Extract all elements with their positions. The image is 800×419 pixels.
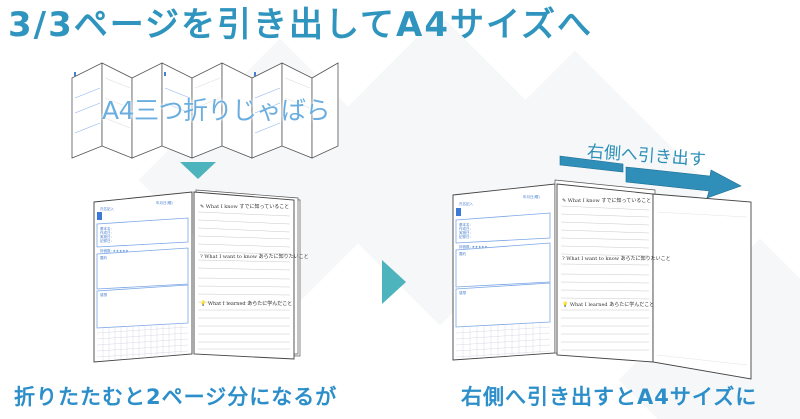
svg-text:年月日(曜): 年月日(曜) — [156, 200, 173, 205]
svg-text:氏名記入: 氏名記入 — [459, 201, 473, 206]
svg-text:感想: 感想 — [459, 290, 467, 295]
accordion-fold-illustration: A4三つ折りじゃばら — [70, 58, 340, 159]
pull-right-arrow-icon — [559, 155, 742, 199]
svg-text:作成日:: 作成日: — [459, 226, 471, 231]
svg-text:実施日:: 実施日: — [459, 230, 471, 235]
svg-text:作成日:: 作成日: — [100, 230, 112, 235]
svg-text:💡 What I learned あらたに学んだこと: 💡 What I learned あらたに学んだこと — [562, 301, 654, 308]
svg-text:基本名:: 基本名: — [100, 226, 112, 231]
accordion-fold-graphic — [71, 62, 339, 159]
caption-unfolded: 右側へ引き出すとA4サイズに — [461, 385, 758, 409]
svg-text:基本名:: 基本名: — [459, 222, 471, 227]
svg-text:氏名記入: 氏名記入 — [100, 206, 114, 211]
right-arrow-icon — [382, 260, 406, 304]
svg-text:要約: 要約 — [459, 251, 467, 256]
svg-text:? What I want to know あらたに知りたい: ? What I want to know あらたに知りたいこと — [562, 255, 671, 262]
svg-text:? What I want to know あらたに知りたい: ? What I want to know あらたに知りたいこと — [200, 253, 309, 260]
svg-text:💡 What I learned あらたに学んだこと: 💡 What I learned あらたに学んだこと — [200, 300, 292, 307]
svg-text:評価数: ★★★★★: 評価数: ★★★★★ — [459, 244, 487, 249]
svg-text:実施日:: 実施日: — [100, 234, 112, 239]
folded-spread-illustration: 氏名記入 年月日(曜) 基本名: 作成日: 実施日: 記録日: 評価数: ★★★… — [93, 189, 309, 363]
right-page — [193, 191, 295, 360]
unfolded-spread-illustration: 氏名記入 年月日(曜) 基本名: 作成日: 実施日: 記録日: 評価数: ★★★… — [452, 155, 752, 380]
page-title: 3/3ページを引き出してA4サイズへ — [8, 5, 593, 45]
down-arrow-icon — [180, 162, 216, 179]
svg-text:年月日(曜): 年月日(曜) — [523, 194, 540, 199]
left-page — [93, 191, 193, 363]
svg-text:✎ What I know すでに知っていること: ✎ What I know すでに知っていること — [562, 197, 651, 204]
svg-text:評価数: ★★★★★: 評価数: ★★★★★ — [100, 248, 128, 253]
caption-folded: 折りたたむと2ページ分になるが — [14, 385, 338, 409]
svg-text:要約: 要約 — [100, 255, 107, 260]
svg-text:記録日:: 記録日: — [100, 238, 112, 243]
accordion-label: A4三つ折りじゃばら — [102, 96, 331, 125]
svg-text:記録日:: 記録日: — [459, 234, 471, 239]
svg-text:✎ What I know すでに知っていること: ✎ What I know すでに知っていること — [200, 203, 289, 210]
svg-text:感想: 感想 — [100, 292, 107, 297]
